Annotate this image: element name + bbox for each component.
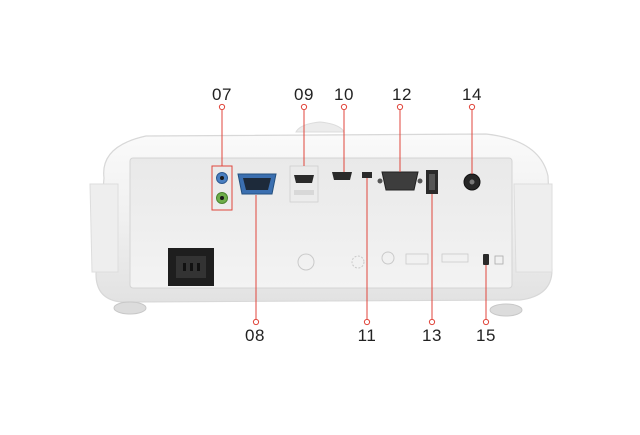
callout-11: 11 bbox=[357, 326, 377, 345]
mini-usb-port bbox=[362, 172, 372, 178]
audio-ports bbox=[211, 165, 233, 211]
left-foot bbox=[113, 301, 147, 315]
callout-leaders bbox=[218, 103, 490, 326]
vga-port bbox=[237, 173, 277, 195]
power-inlet-icon bbox=[168, 248, 214, 286]
right-foot bbox=[489, 303, 523, 317]
leader-dot-13 bbox=[428, 318, 436, 326]
rs232-port bbox=[377, 171, 423, 191]
callout-12: 12 bbox=[392, 85, 412, 104]
certification-logos bbox=[297, 251, 469, 271]
leader-dot-08 bbox=[252, 318, 260, 326]
right-side-rib bbox=[513, 183, 553, 273]
leader-dot-07 bbox=[218, 103, 226, 111]
kensington-lock-icon bbox=[483, 254, 504, 265]
leader-dot-10 bbox=[340, 103, 348, 111]
hdmi-1-port bbox=[289, 165, 319, 203]
leader-dot-14 bbox=[468, 103, 476, 111]
left-side-rib bbox=[89, 183, 119, 273]
callout-09: 09 bbox=[294, 85, 314, 104]
leader-dot-09 bbox=[300, 103, 308, 111]
rear-panel bbox=[129, 157, 513, 289]
usb-power-port bbox=[426, 170, 438, 194]
leader-dot-15 bbox=[482, 318, 490, 326]
callout-15: 15 bbox=[476, 326, 496, 345]
callout-08: 08 bbox=[245, 326, 265, 345]
callout-13: 13 bbox=[422, 326, 442, 345]
dc-out-port bbox=[463, 173, 481, 191]
callout-14: 14 bbox=[462, 85, 482, 104]
callout-07: 07 bbox=[212, 85, 232, 104]
hdmi-2-port bbox=[332, 172, 352, 180]
leader-dot-12 bbox=[396, 103, 404, 111]
top-bump bbox=[295, 121, 345, 133]
callout-10: 10 bbox=[334, 85, 354, 104]
leader-dot-11 bbox=[363, 318, 371, 326]
